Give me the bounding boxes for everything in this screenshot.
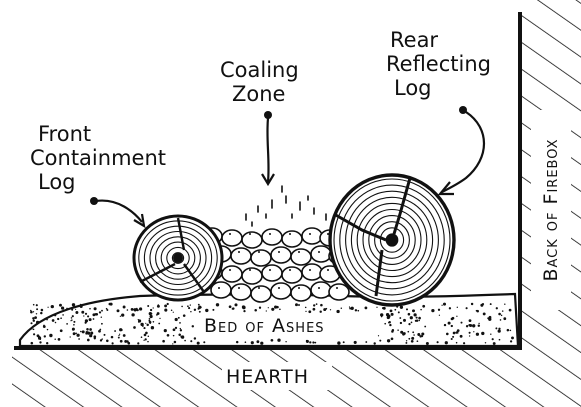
- coal: [231, 284, 251, 300]
- coal: [311, 246, 331, 262]
- coaling-zone-pointer: [262, 111, 274, 184]
- coal: [222, 266, 242, 282]
- coals: [202, 228, 349, 302]
- coal: [282, 267, 302, 283]
- back-of-firebox-label: Back of Firebox: [539, 138, 563, 281]
- coal: [302, 228, 322, 244]
- coal: [262, 265, 282, 281]
- rear-log-label-line-1: Rear: [386, 28, 491, 52]
- sparks: [246, 186, 326, 226]
- front-log-label-line-3: Log: [30, 170, 166, 194]
- front-log: [134, 216, 222, 300]
- coal: [291, 285, 311, 301]
- coal: [222, 230, 242, 246]
- coal: [329, 284, 349, 300]
- front-log-label-line-1: Front: [30, 122, 166, 146]
- rear-log-label-line-2: Reflecting: [386, 52, 491, 76]
- rear-log-pointer: [440, 106, 484, 194]
- coal: [251, 250, 271, 266]
- coal: [291, 249, 311, 265]
- rear-log: [330, 175, 454, 305]
- coal: [271, 247, 291, 263]
- coaling-zone-label-line-1: Coaling: [220, 58, 299, 82]
- coal: [271, 283, 291, 299]
- coal: [251, 286, 271, 302]
- front-log-label-line-2: Containment: [30, 146, 166, 170]
- coal: [231, 248, 251, 264]
- rear-log-label: Rear Reflecting Log: [386, 28, 491, 100]
- rear-log-label-line-3: Log: [386, 76, 491, 100]
- front-log-pointer: [90, 197, 144, 226]
- coaling-zone-label: Coaling Zone: [220, 58, 299, 106]
- hearth-label: HEARTH: [226, 365, 309, 389]
- coal: [242, 232, 262, 248]
- coal: [311, 282, 331, 298]
- coal: [282, 231, 302, 247]
- coal: [302, 264, 322, 280]
- coaling-zone-label-line-2: Zone: [220, 82, 299, 106]
- bed-of-ashes-label: Bed of Ashes: [200, 314, 329, 338]
- coal: [262, 229, 282, 245]
- coal: [242, 268, 262, 284]
- front-log-label: Front Containment Log: [30, 122, 166, 194]
